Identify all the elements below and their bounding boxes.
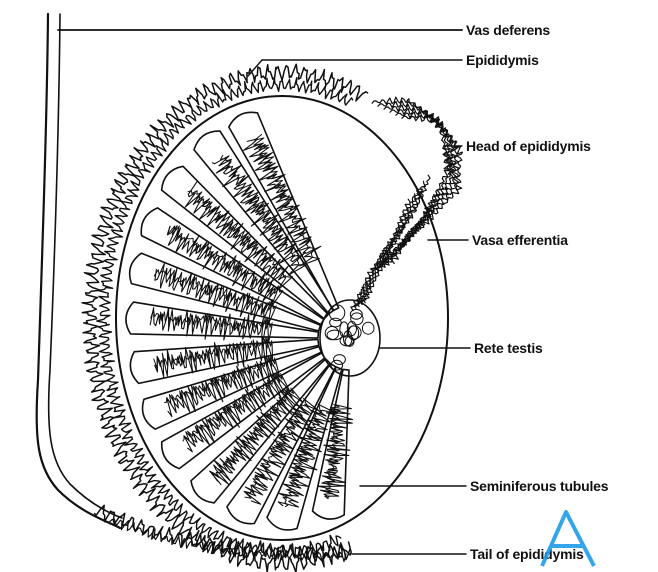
label-tail-of-epididymis: Tail of epididymis <box>470 546 584 562</box>
testis-outline <box>116 96 448 540</box>
seminiferous-tubule <box>155 336 273 377</box>
label-epididymis: Epididymis <box>466 52 539 68</box>
label-vasa-efferentia: Vasa efferentia <box>472 232 568 248</box>
rete-cell <box>362 322 374 334</box>
lobule <box>126 302 318 338</box>
seminiferous-tubule <box>221 155 306 265</box>
label-vas-deferens: Vas deferens <box>466 22 550 38</box>
label-rete-testis: Rete testis <box>474 340 543 356</box>
vasa-efferentia-ducts <box>351 175 430 310</box>
rete-testis-network <box>320 300 380 376</box>
rete-cell <box>334 355 346 365</box>
label-seminiferous-tubules: Seminiferous tubules <box>470 478 609 494</box>
labels: Vas deferens Epididymis Head of epididym… <box>466 22 609 562</box>
tail-coil <box>109 519 346 561</box>
rete-cell <box>330 318 342 327</box>
label-head-of-epididymis: Head of epididymis <box>466 138 591 154</box>
